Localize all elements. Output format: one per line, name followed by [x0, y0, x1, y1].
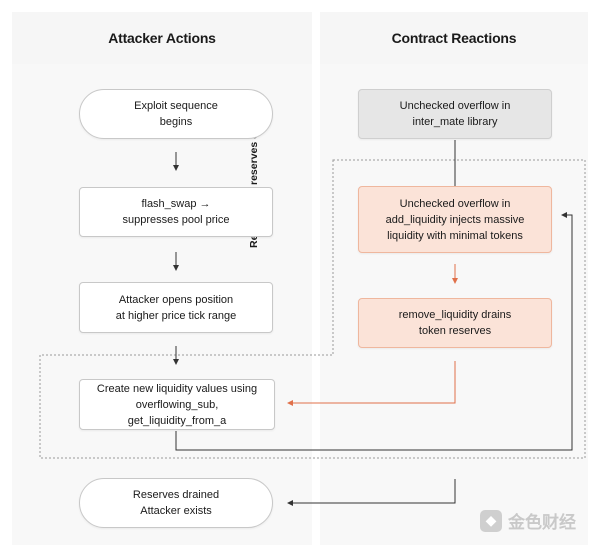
watermark-text: 金色财经 [508, 513, 576, 532]
watermark: ◆ 金色财经 [480, 508, 576, 533]
flash-swap-node: flash_swap → suppresses pool price [79, 187, 273, 237]
open-position-text: Attacker opens position at higher price … [115, 293, 237, 322]
arrow-loop-back [175, 212, 573, 451]
reserves-drained-node: Reserves drained Attacker exists [79, 478, 273, 528]
remove-liquidity-text: remove_liquidity drains token reserves [398, 309, 512, 337]
arrow-exit-to-drained [287, 479, 456, 506]
reserves-drained-text: Reserves drained Attacker exists [132, 489, 220, 517]
create-liquidity-text: Create new liquidity values using overfl… [96, 382, 258, 427]
flash-swap-text: flash_swap → suppresses pool price [122, 198, 230, 226]
repeat-loop-boundary [39, 159, 586, 459]
add-liquidity-node: Unchecked overflow in add_liquidity inje… [358, 186, 552, 253]
arrow-remove-to-create [287, 361, 456, 406]
unchecked-lib-node: Unchecked overflow in inter_mate library [358, 89, 552, 139]
open-position-node: Attacker opens position at higher price … [79, 282, 273, 333]
attacker-lane-header: Attacker Actions [12, 12, 312, 64]
create-liquidity-node: Create new liquidity values using overfl… [79, 379, 275, 430]
add-liquidity-text: Unchecked overflow in add_liquidity inje… [385, 197, 525, 242]
remove-liquidity-node: remove_liquidity drains token reserves [358, 298, 552, 348]
unchecked-lib-text: Unchecked overflow in inter_mate library [399, 100, 511, 128]
exploit-start-text: Exploit sequence begins [134, 100, 218, 128]
exploit-start-node: Exploit sequence begins [79, 89, 273, 139]
jinse-logo-icon: ◆ [480, 509, 502, 532]
contract-lane-header: Contract Reactions [320, 12, 588, 64]
